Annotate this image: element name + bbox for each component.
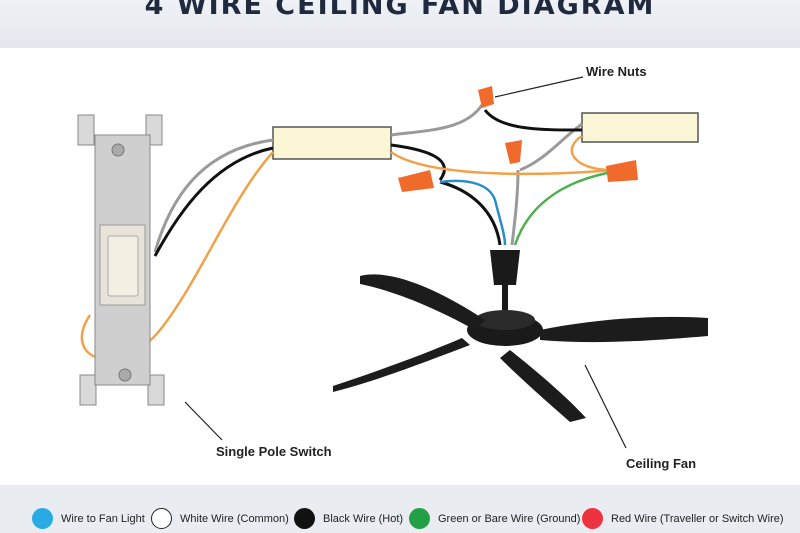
- junction-box-right: [581, 112, 699, 143]
- black-dot-icon: [294, 508, 315, 529]
- blue-wire: [439, 179, 507, 246]
- wire-nut: [606, 160, 638, 182]
- gray-wire: [510, 169, 520, 246]
- single-pole-switch: [77, 114, 165, 406]
- legend-label: Green or Bare Wire (Ground): [438, 512, 581, 525]
- black-wire: [153, 146, 274, 257]
- wire-nut: [478, 86, 494, 108]
- orange-wire: [80, 151, 274, 361]
- title-band: 4 WIRE CEILING FAN DIAGRAM: [0, 0, 800, 48]
- ceiling-fan: [333, 250, 708, 422]
- legend: Wire to Fan Light White Wire (Common) Bl…: [0, 500, 800, 533]
- wire-nut: [505, 140, 522, 164]
- wiring-diagram: [77, 76, 708, 449]
- junction-box-left: [272, 126, 392, 160]
- orange-wire: [390, 150, 613, 176]
- pointer-arrow: [184, 401, 223, 441]
- pointer-arrow: [584, 364, 627, 449]
- legend-item-white: White Wire (Common): [151, 508, 289, 529]
- switch-label: Single Pole Switch: [216, 444, 332, 459]
- green-dot-icon: [409, 508, 430, 529]
- black-wire: [439, 180, 502, 246]
- black-wire: [483, 109, 583, 132]
- legend-label: White Wire (Common): [180, 512, 289, 525]
- fan-label: Ceiling Fan: [626, 456, 697, 471]
- page-title: 4 WIRE CEILING FAN DIAGRAM: [144, 0, 656, 21]
- legend-label: Black Wire (Hot): [323, 512, 404, 525]
- legend-item-green: Green or Bare Wire (Ground): [409, 508, 580, 529]
- wire-nut: [398, 170, 434, 192]
- pointer-arrow: [494, 76, 584, 98]
- white-dot-icon: [151, 508, 172, 529]
- diagram-panel: [0, 48, 800, 485]
- blue-dot-icon: [32, 508, 53, 529]
- legend-item-red: Red Wire (Traveller or Switch Wire): [582, 508, 784, 529]
- gray-wire: [153, 138, 274, 253]
- orange-wire: [570, 134, 613, 172]
- legend-item-fan-light: Wire to Fan Light: [32, 508, 145, 529]
- legend-label: Red Wire (Traveller or Switch Wire): [611, 512, 784, 525]
- black-wire: [390, 143, 446, 181]
- gray-wire: [390, 99, 487, 137]
- legend-item-black: Black Wire (Hot): [294, 508, 403, 529]
- red-dot-icon: [582, 508, 603, 529]
- green-wire: [513, 170, 613, 246]
- legend-label: Wire to Fan Light: [61, 512, 145, 525]
- wire-nuts-label: Wire Nuts: [586, 64, 647, 79]
